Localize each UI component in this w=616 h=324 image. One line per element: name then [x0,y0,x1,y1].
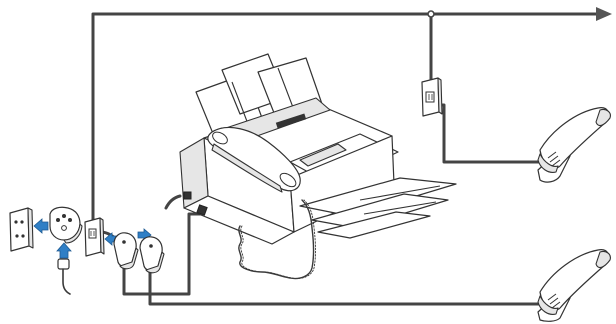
junction-dot [428,11,434,17]
extension-telephone-upper [538,108,610,182]
extension-telephone-lower [538,250,610,322]
fax-machine [166,54,456,279]
arrow-right-icon [596,7,612,21]
plug-in-arrow-icon [57,243,71,258]
line-splitter [114,233,164,273]
power-cord [58,259,70,294]
power-adapter [50,207,82,243]
telephone-wall-jack [85,218,104,256]
extension-jack [422,78,442,116]
power-outlet [10,208,33,251]
plug-in-arrow-icon [34,219,48,233]
